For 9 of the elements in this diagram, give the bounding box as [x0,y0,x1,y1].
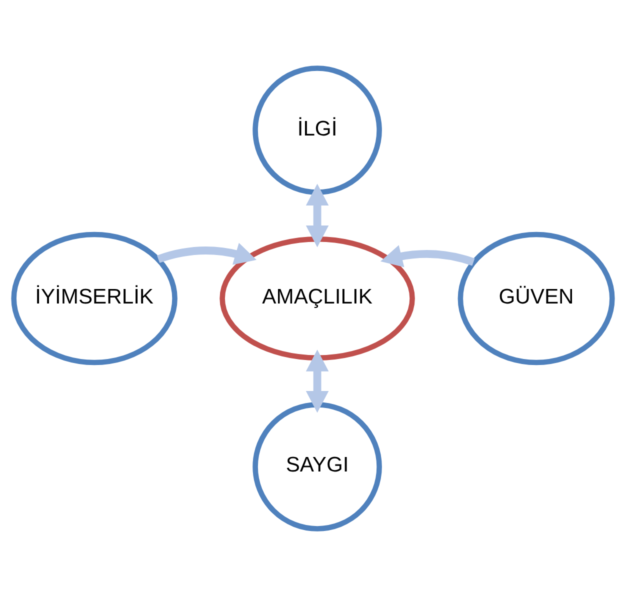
node-circle: SAYGI [252,402,382,531]
arrow [380,244,475,267]
node-ellipse: GÜVEN [458,231,615,365]
arrow [157,242,257,264]
node-ellipse: İYİMSERLİK [11,231,178,365]
node-circle: İLGİ [252,65,382,194]
node-ellipse: AMAÇLILIK [220,236,415,360]
arrow [306,349,329,412]
arrow [306,183,329,247]
